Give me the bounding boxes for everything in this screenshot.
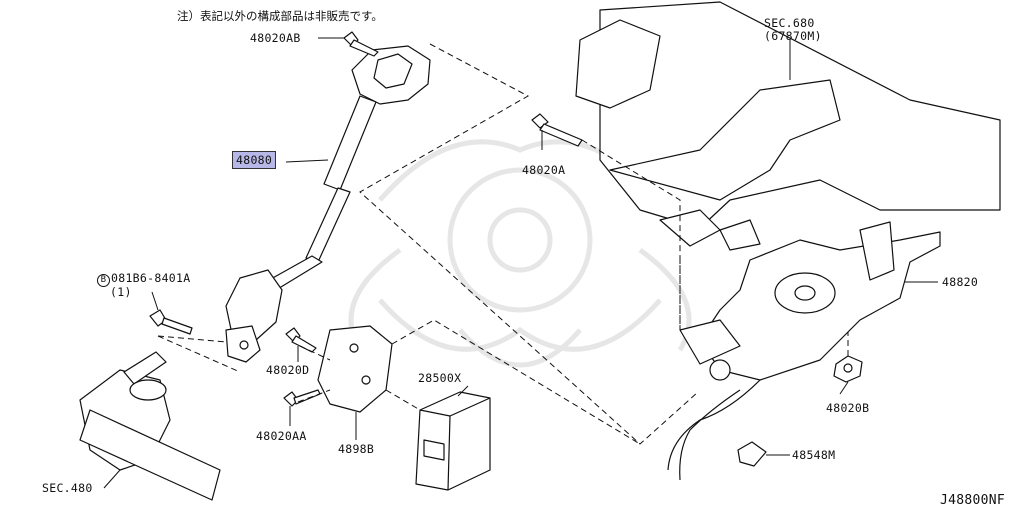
label-28500X[interactable]: 28500X xyxy=(418,371,462,385)
note-text: 注）表記以外の構成部品は非販売です。 xyxy=(177,9,383,23)
label-48080-highlight[interactable]: 48080 xyxy=(232,151,277,169)
label-sec480[interactable]: SEC.480 xyxy=(42,481,93,495)
bolt-48020D xyxy=(285,327,317,353)
label-sec680-line1[interactable]: SEC.680 xyxy=(764,16,815,30)
label-48020D[interactable]: 48020D xyxy=(266,363,310,377)
label-48020B[interactable]: 48020B xyxy=(826,401,870,415)
harness xyxy=(667,379,761,481)
bracket-4898B xyxy=(317,325,393,413)
bolt-b-circle-icon: B xyxy=(97,274,110,287)
label-sec680-line2: (67870M) xyxy=(764,29,822,43)
label-48020AA[interactable]: 48020AA xyxy=(256,429,307,443)
steering-shaft-48080 xyxy=(225,45,431,363)
label-08186-qty: (1) xyxy=(110,285,132,299)
label-48020AB[interactable]: 48020AB xyxy=(250,31,301,45)
bolt-48020AA xyxy=(283,389,321,407)
diagram-id: J48800NF xyxy=(940,493,1006,508)
label-48080[interactable]: 48080 xyxy=(232,151,277,169)
nut-48020B xyxy=(833,355,863,383)
bolt-48020A xyxy=(531,113,583,147)
label-08186-number[interactable]: 081B6-8401A xyxy=(111,271,191,285)
label-48820[interactable]: 48820 xyxy=(942,275,979,289)
bolt-48020AB xyxy=(343,31,379,57)
member-sec680 xyxy=(575,1,1001,251)
label-48020A[interactable]: 48020A xyxy=(522,163,566,177)
steering-column-48820 xyxy=(679,221,941,381)
clip-48548M xyxy=(737,441,767,467)
bolt-08186 xyxy=(149,309,193,335)
label-48548M[interactable]: 48548M xyxy=(792,448,836,462)
label-4898B[interactable]: 4898B xyxy=(338,442,375,456)
control-unit-28500X xyxy=(415,391,491,491)
steering-gear-sec480 xyxy=(79,351,221,501)
